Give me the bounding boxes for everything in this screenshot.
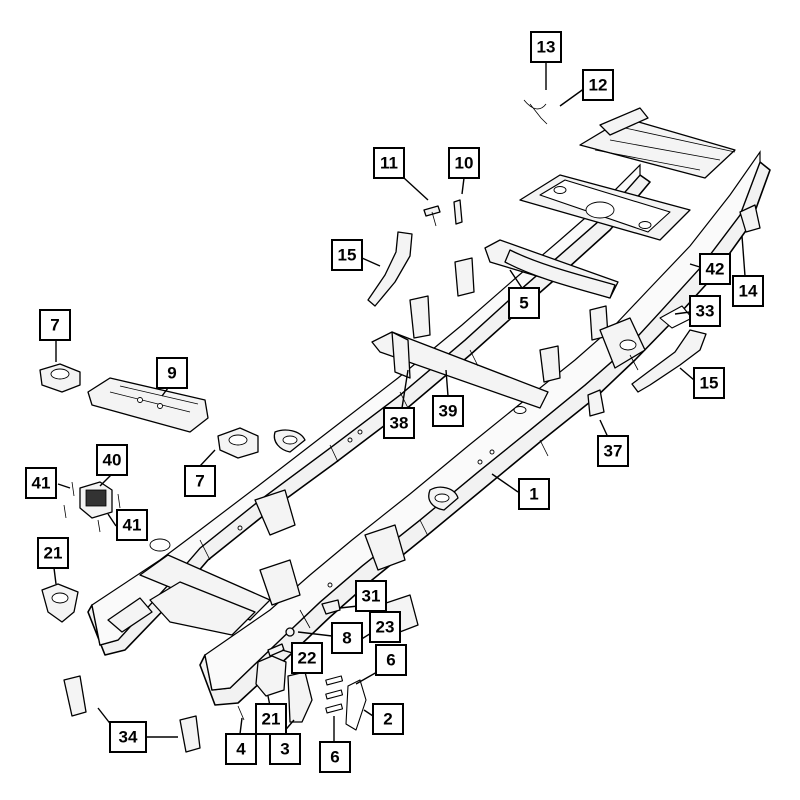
svg-text:21: 21 <box>262 710 281 729</box>
svg-text:15: 15 <box>700 374 719 393</box>
svg-text:22: 22 <box>298 649 317 668</box>
svg-text:42: 42 <box>706 260 725 279</box>
svg-text:12: 12 <box>589 76 608 95</box>
svg-text:1: 1 <box>529 485 538 504</box>
callout-37: 37 <box>597 435 629 467</box>
callout-31: 31 <box>355 580 387 612</box>
svg-text:41: 41 <box>32 474 51 493</box>
callout-13: 13 <box>530 31 562 63</box>
callout-41-left: 41 <box>25 467 57 499</box>
svg-text:15: 15 <box>338 246 357 265</box>
svg-text:14: 14 <box>739 282 758 301</box>
svg-text:41: 41 <box>123 516 142 535</box>
callout-38: 38 <box>383 407 415 439</box>
callout-11: 11 <box>373 147 405 179</box>
svg-text:7: 7 <box>195 472 204 491</box>
callout-21-left: 21 <box>37 537 69 569</box>
svg-text:40: 40 <box>103 451 122 470</box>
callout-2: 2 <box>372 703 404 735</box>
frame-assembly <box>87 107 771 706</box>
callout-7-right: 7 <box>184 465 216 497</box>
svg-text:11: 11 <box>380 154 398 173</box>
svg-text:7: 7 <box>50 316 59 335</box>
callout-39: 39 <box>432 395 464 427</box>
callout-33: 33 <box>689 295 721 327</box>
callout-7-left: 7 <box>39 309 71 341</box>
callout-5: 5 <box>508 287 540 319</box>
svg-text:38: 38 <box>390 414 409 433</box>
svg-text:6: 6 <box>330 748 339 767</box>
svg-text:4: 4 <box>236 740 246 759</box>
callout-34: 34 <box>109 721 147 753</box>
loose-parts <box>39 99 761 753</box>
callout-6-lower: 6 <box>319 741 351 773</box>
svg-text:13: 13 <box>537 38 556 57</box>
svg-text:6: 6 <box>386 651 395 670</box>
callout-42: 42 <box>699 253 731 285</box>
callout-14: 14 <box>732 275 764 307</box>
callout-3: 3 <box>269 733 301 765</box>
callout-4: 4 <box>225 733 257 765</box>
svg-text:8: 8 <box>342 629 351 648</box>
svg-text:37: 37 <box>604 442 623 461</box>
svg-text:34: 34 <box>119 728 138 747</box>
callout-22: 22 <box>291 642 323 674</box>
callout-41-right: 41 <box>116 509 148 541</box>
callout-12: 12 <box>582 69 614 101</box>
svg-text:33: 33 <box>696 302 715 321</box>
callout-40: 40 <box>96 444 128 476</box>
svg-text:3: 3 <box>280 740 289 759</box>
svg-text:5: 5 <box>519 294 528 313</box>
callout-9: 9 <box>156 357 188 389</box>
svg-text:2: 2 <box>383 710 392 729</box>
svg-text:31: 31 <box>362 587 381 606</box>
svg-text:10: 10 <box>455 154 474 173</box>
svg-text:39: 39 <box>439 402 458 421</box>
callout-15-upper: 15 <box>331 239 363 271</box>
svg-text:21: 21 <box>44 544 63 563</box>
svg-text:23: 23 <box>376 618 395 637</box>
callout-15-right: 15 <box>693 367 725 399</box>
svg-text:9: 9 <box>167 364 176 383</box>
callout-6-upper: 6 <box>375 644 407 676</box>
callout-1: 1 <box>518 478 550 510</box>
callout-21-lower: 21 <box>255 703 287 735</box>
callout-10: 10 <box>448 147 480 179</box>
callout-23: 23 <box>369 611 401 643</box>
callout-8: 8 <box>331 622 363 654</box>
